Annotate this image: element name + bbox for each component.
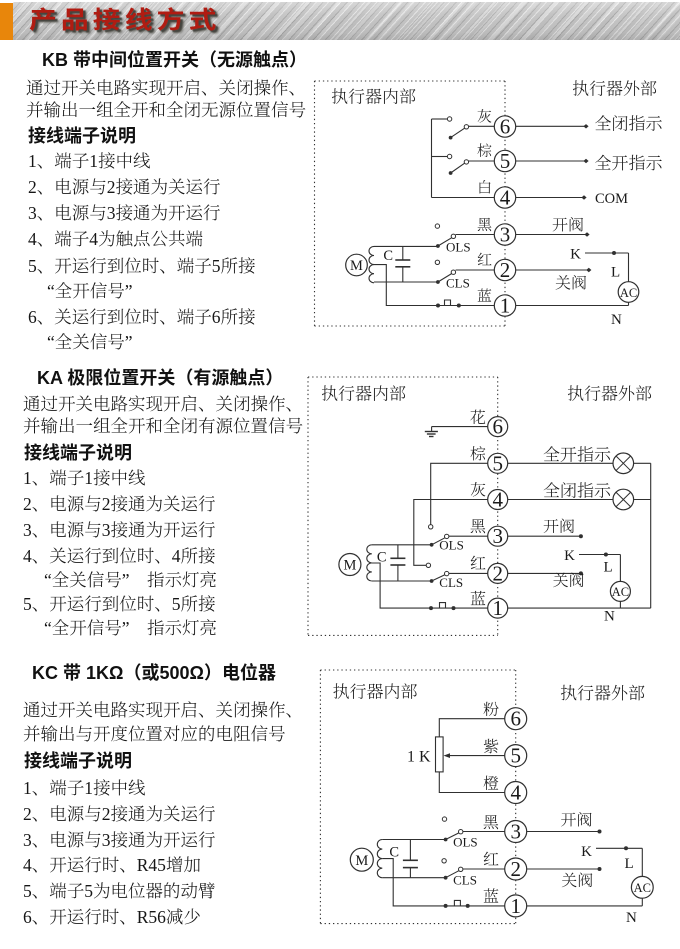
svg-text:关阀: 关阀 [555, 275, 587, 293]
svg-text:AC: AC [612, 585, 629, 599]
svg-text:6: 6 [510, 707, 521, 731]
svg-text:C: C [389, 845, 399, 861]
svg-text:3: 3 [500, 223, 511, 247]
svg-text:红: 红 [483, 851, 499, 869]
svg-text:花: 花 [470, 409, 486, 427]
svg-text:1: 1 [510, 894, 521, 918]
svg-text:3: 3 [510, 820, 521, 844]
svg-text:L: L [604, 560, 613, 576]
svg-text:执行器内部: 执行器内部 [321, 385, 406, 404]
svg-text:2: 2 [510, 857, 521, 881]
svg-text:2: 2 [492, 561, 503, 585]
svg-text:开阀: 开阀 [552, 217, 584, 235]
svg-text:N: N [604, 609, 615, 625]
svg-text:5: 5 [492, 451, 503, 475]
svg-text:黑: 黑 [477, 217, 492, 234]
svg-text:执行器外部: 执行器外部 [567, 385, 652, 404]
svg-text:开阀: 开阀 [543, 518, 575, 536]
svg-text:全闭指示: 全闭指示 [543, 482, 611, 501]
svg-text:关阀: 关阀 [561, 872, 593, 890]
svg-text:棕: 棕 [470, 446, 486, 464]
svg-text:关阀: 关阀 [553, 572, 585, 590]
svg-text:1: 1 [500, 294, 511, 318]
svg-text:N: N [626, 910, 637, 926]
svg-text:红: 红 [477, 252, 492, 269]
svg-text:K: K [564, 548, 575, 564]
svg-text:OLS: OLS [453, 835, 478, 850]
svg-text:L: L [611, 265, 620, 281]
svg-text:粉: 粉 [483, 701, 499, 719]
svg-text:执行器内部: 执行器内部 [331, 88, 416, 107]
svg-text:灰: 灰 [470, 482, 486, 500]
svg-text:蓝: 蓝 [477, 288, 492, 305]
svg-text:橙: 橙 [483, 775, 499, 793]
svg-text:执行器外部: 执行器外部 [572, 80, 657, 99]
svg-text:2: 2 [500, 258, 511, 282]
svg-text:红: 红 [470, 555, 486, 573]
svg-text:白: 白 [477, 180, 492, 197]
svg-text:开阀: 开阀 [561, 812, 593, 830]
svg-text:5: 5 [510, 744, 521, 768]
svg-text:1: 1 [492, 596, 503, 620]
svg-text:M: M [355, 853, 368, 869]
svg-text:蓝: 蓝 [483, 888, 499, 906]
svg-text:CLS: CLS [446, 276, 470, 291]
svg-text:K: K [581, 844, 592, 860]
svg-text:M: M [343, 558, 356, 574]
svg-text:黑: 黑 [470, 518, 486, 536]
svg-text:N: N [611, 312, 622, 328]
svg-text:M: M [350, 258, 363, 274]
svg-text:全闭指示: 全闭指示 [595, 115, 663, 134]
svg-text:执行器内部: 执行器内部 [333, 683, 418, 702]
svg-text:6: 6 [500, 115, 511, 139]
svg-text:CLS: CLS [439, 575, 463, 590]
svg-text:OLS: OLS [446, 240, 471, 255]
svg-text:CLS: CLS [453, 873, 477, 888]
svg-text:4: 4 [510, 781, 521, 805]
svg-text:黑: 黑 [483, 814, 499, 832]
svg-text:紫: 紫 [483, 738, 499, 756]
svg-text:执行器外部: 执行器外部 [560, 684, 645, 703]
svg-text:蓝: 蓝 [470, 591, 486, 609]
svg-text:AC: AC [620, 286, 637, 300]
svg-text:3: 3 [492, 524, 503, 548]
svg-text:4: 4 [492, 488, 503, 512]
svg-text:全开指示: 全开指示 [595, 154, 663, 173]
svg-text:OLS: OLS [439, 538, 464, 553]
svg-text:COM: COM [595, 191, 628, 207]
svg-text:1 K: 1 K [407, 749, 431, 766]
svg-text:灰: 灰 [477, 109, 492, 126]
svg-text:C: C [383, 248, 393, 264]
svg-text:K: K [570, 247, 581, 263]
svg-text:全开指示: 全开指示 [543, 446, 611, 465]
svg-text:AC: AC [634, 881, 651, 895]
svg-text:5: 5 [500, 149, 511, 173]
svg-text:6: 6 [492, 415, 503, 439]
svg-text:C: C [377, 550, 387, 566]
svg-text:L: L [625, 856, 634, 872]
svg-text:棕: 棕 [477, 143, 492, 160]
svg-text:4: 4 [500, 186, 511, 210]
